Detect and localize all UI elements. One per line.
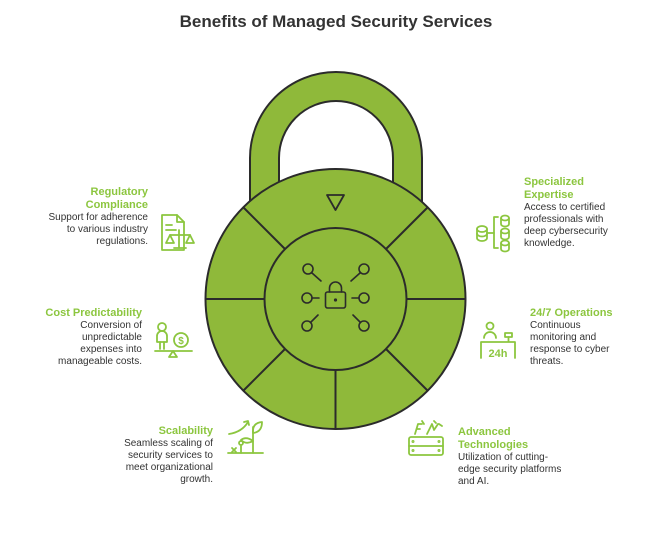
database-hierarchy-icon <box>476 214 510 253</box>
network-lock-icon <box>301 263 370 332</box>
person-coin-balance-icon: $ <box>154 322 193 358</box>
benefit-regulatory-compliance: Regulatory Compliance Support for adhere… <box>8 186 148 248</box>
benefit-title: Regulatory Compliance <box>85 186 148 211</box>
benefit-title: Scalability <box>158 425 213 437</box>
dial-indicator-triangle-icon <box>326 194 345 211</box>
server-tech-icon <box>408 420 444 456</box>
benefit-title: Advanced Technologies <box>458 426 529 451</box>
growing-plant-icon <box>227 420 264 454</box>
benefit-247-operations: 24/7 Operations Continuous monitoring an… <box>530 307 630 368</box>
benefit-title: 24/7 Operations <box>530 307 613 319</box>
benefit-description: Seamless scaling of security services to… <box>124 438 213 485</box>
benefit-description: Access to certified professionals with d… <box>524 202 608 249</box>
benefit-specialized-expertise: Specialized Expertise Access to certifie… <box>524 176 624 250</box>
diagram-title: Benefits of Managed Security Services <box>179 12 493 31</box>
segment-dividers <box>205 206 466 429</box>
benefit-description: Continuous monitoring and response to cy… <box>530 320 610 367</box>
document-scales-icon <box>161 214 195 251</box>
svg-text:$: $ <box>178 336 184 347</box>
benefit-description: Conversion of unpredictable expenses int… <box>58 320 142 367</box>
benefit-advanced-technologies: Advanced Technologies Utilization of cut… <box>458 426 563 488</box>
benefit-description: Utilization of cutting-edge security pla… <box>458 452 562 487</box>
benefit-cost-predictability: Cost Predictability Conversion of unpred… <box>2 307 142 368</box>
icon-24h-label: 24h <box>489 348 508 360</box>
benefit-scalability: Scalability Seamless scaling of security… <box>73 425 213 486</box>
operator-24h-icon: 24h <box>480 321 516 360</box>
benefit-title: Cost Predictability <box>45 307 142 319</box>
benefit-title: Specialized Expertise <box>524 176 584 201</box>
benefit-description: Support for adherence to various industr… <box>48 212 148 247</box>
